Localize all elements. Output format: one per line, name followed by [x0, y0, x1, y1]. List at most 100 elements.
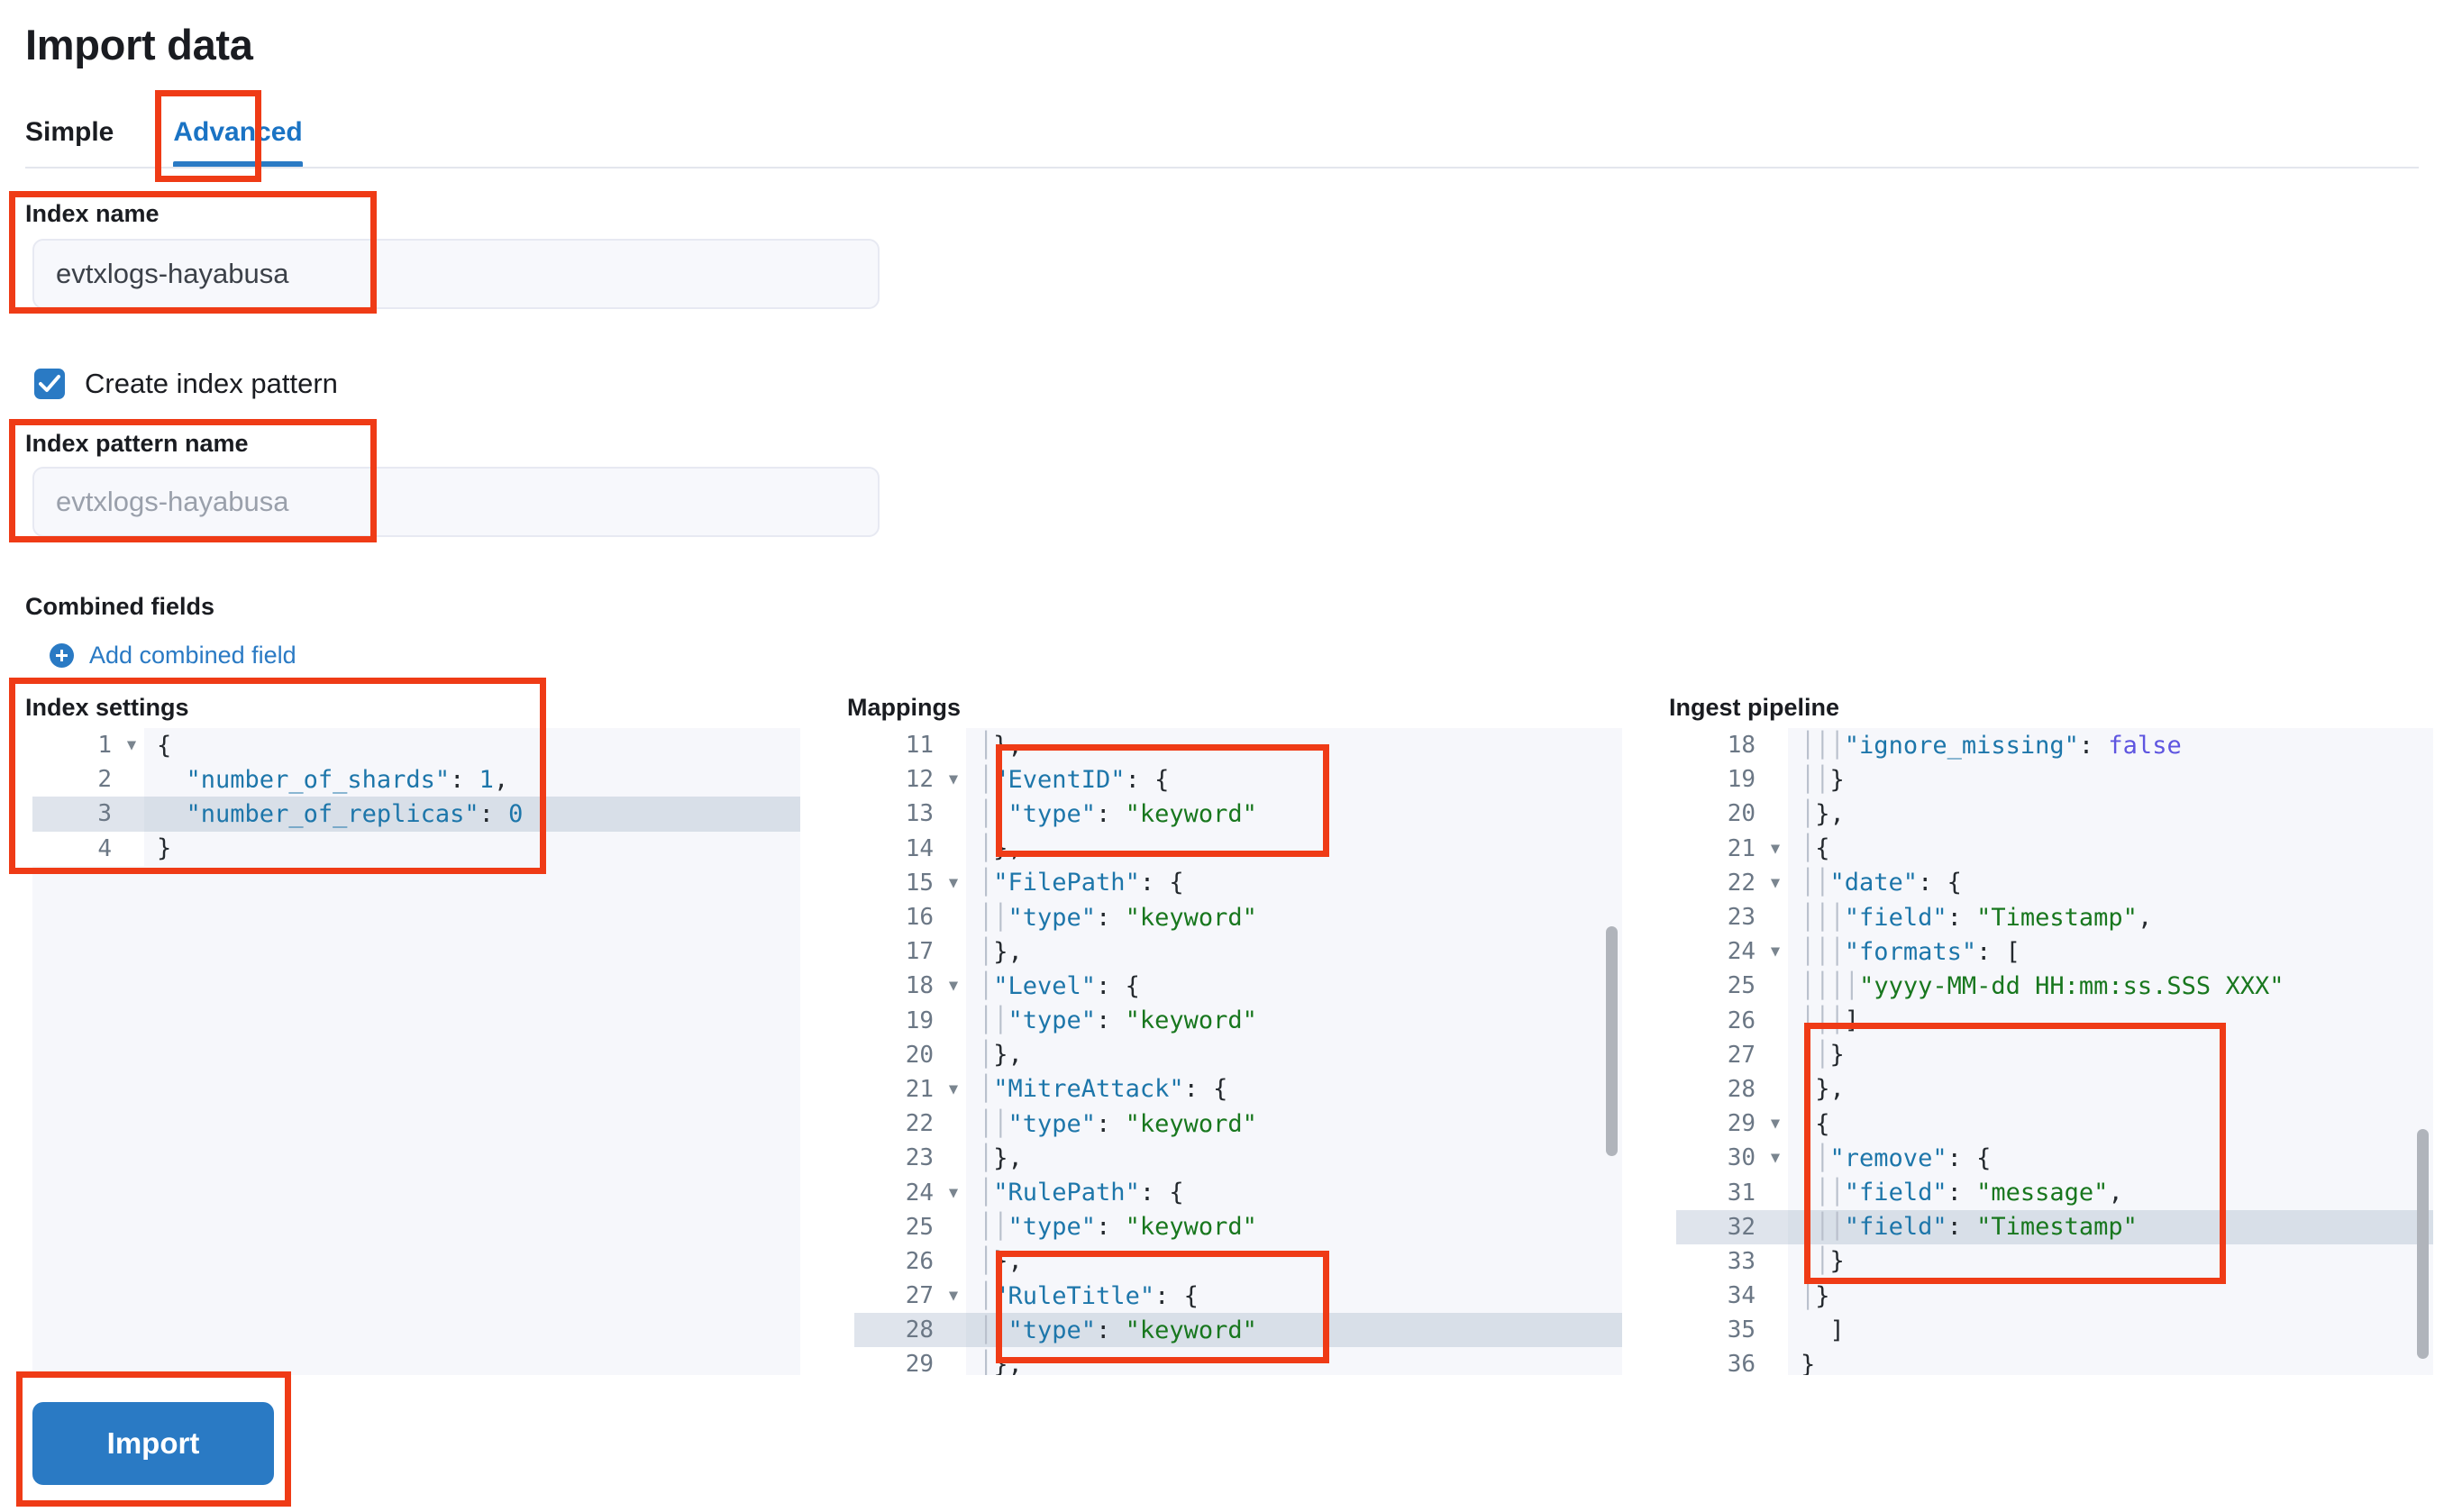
editor-line[interactable]: 3 "number_of_replicas": 0 — [32, 797, 800, 832]
index-name-input[interactable]: evtxlogs-hayabusa — [32, 239, 880, 309]
editor-line[interactable]: 35 ] — [1676, 1313, 2433, 1348]
editor-line[interactable]: 12▼│ "EventID": { — [854, 762, 1622, 797]
editor-line[interactable]: 21▼│ "MitreAttack": { — [854, 1071, 1622, 1107]
editor-line[interactable]: 36} — [1676, 1347, 2433, 1375]
fold-arrow-icon[interactable]: ▼ — [941, 865, 966, 900]
fold-arrow-icon[interactable]: ▼ — [119, 728, 144, 763]
editor-line[interactable]: 22▼│ │ "date": { — [1676, 865, 2433, 900]
line-number: 27 — [1676, 1037, 1763, 1072]
editor-line[interactable]: 29│ }, — [854, 1347, 1622, 1375]
editor-line[interactable]: 13 │ │ "type": "keyword" — [854, 797, 1622, 832]
line-number: 14 — [854, 831, 941, 866]
line-number: 32 — [1676, 1209, 1763, 1244]
code-text: │ } — [1801, 1281, 1830, 1310]
editor-line[interactable]: 25│ │ │ │ "yyyy-MM-dd HH:mm:ss.SSS XXX" — [1676, 969, 2433, 1004]
editor-line[interactable]: 26│ }, — [854, 1243, 1622, 1279]
editor-line[interactable]: 20│ }, — [1676, 797, 2433, 832]
editor-line[interactable]: 30▼│ │ "remove": { — [1676, 1141, 2433, 1176]
code-text: │ }, — [979, 1041, 1023, 1070]
index-pattern-name-input[interactable]: evtxlogs-hayabusa — [32, 467, 880, 537]
fold-arrow-icon[interactable]: ▼ — [941, 762, 966, 797]
fold-spacer — [1763, 1071, 1788, 1107]
fold-spacer — [119, 831, 144, 866]
fold-spacer — [941, 797, 966, 832]
editor-line[interactable]: 27▼│ "RuleTitle": { — [854, 1279, 1622, 1314]
editor-line[interactable]: 15▼│ "FilePath": { — [854, 865, 1622, 900]
ingest-pipeline-scrollbar-thumb[interactable] — [2417, 1129, 2429, 1359]
mappings-scrollbar-thumb[interactable] — [1606, 926, 1618, 1156]
editor-line[interactable]: 31│ │ │ "field": "message", — [1676, 1175, 2433, 1210]
editor-line[interactable]: 14 │ }, — [854, 831, 1622, 866]
editor-line[interactable]: 33│ │ } — [1676, 1243, 2433, 1279]
ingest-pipeline-title: Ingest pipeline — [1669, 694, 1840, 721]
line-number: 29 — [854, 1347, 941, 1375]
fold-arrow-icon[interactable]: ▼ — [941, 969, 966, 1004]
editor-line[interactable]: 11│ }, — [854, 728, 1622, 763]
editor-line[interactable]: 18│ │ │ "ignore_missing": false — [1676, 728, 2433, 763]
fold-spacer — [1763, 1209, 1788, 1244]
code-text: │ │ "type": "keyword" — [979, 799, 1257, 828]
line-number: 25 — [854, 1209, 941, 1244]
editor-line[interactable]: 19│ │ } — [1676, 762, 2433, 797]
editor-line[interactable]: 24▼│ │ │ "formats": [ — [1676, 934, 2433, 970]
line-number: 23 — [854, 1141, 941, 1176]
editor-line[interactable]: 29▼│ { — [1676, 1107, 2433, 1142]
fold-arrow-icon[interactable]: ▼ — [941, 1175, 966, 1210]
editor-line[interactable]: 25│ │ "type": "keyword" — [854, 1209, 1622, 1244]
fold-spacer — [119, 797, 144, 832]
code-text: │ }, — [979, 1143, 1023, 1172]
code-text: │ }, — [979, 937, 1023, 966]
editor-line[interactable]: 19│ │ "type": "keyword" — [854, 1003, 1622, 1038]
editor-line[interactable]: 17│ }, — [854, 934, 1622, 970]
fold-spacer — [1763, 1037, 1788, 1072]
editor-line[interactable]: 23│ │ │ "field": "Timestamp", — [1676, 899, 2433, 935]
fold-spacer — [1763, 762, 1788, 797]
tab-simple[interactable]: Simple — [25, 117, 114, 147]
tab-advanced[interactable]: Advanced — [142, 117, 333, 168]
editor-line[interactable]: 2 "number_of_shards": 1, — [32, 762, 800, 797]
create-index-pattern-checkbox[interactable]: Create index pattern — [34, 368, 338, 400]
editor-line[interactable]: 21▼│ { — [1676, 831, 2433, 866]
fold-spacer — [1763, 1313, 1788, 1348]
editor-line[interactable]: 27│ │ } — [1676, 1037, 2433, 1072]
code-text: │ }, — [1801, 799, 1845, 828]
line-number: 21 — [1676, 831, 1763, 866]
code-text: │ }, — [979, 834, 1023, 863]
fold-arrow-icon[interactable]: ▼ — [1763, 831, 1788, 866]
editor-line[interactable]: 34│ } — [1676, 1279, 2433, 1314]
mappings-editor-lines: 11│ },12▼│ "EventID": {13 │ │ "type": "ke… — [854, 728, 1622, 1375]
import-button[interactable]: Import — [32, 1402, 274, 1485]
editor-line[interactable]: 4} — [32, 831, 800, 866]
index-settings-editor[interactable]: 1▼{2 "number_of_shards": 1,3 "number_of_… — [32, 728, 800, 1375]
code-text: │ │ } — [1801, 1247, 1845, 1276]
fold-arrow-icon[interactable]: ▼ — [941, 1279, 966, 1314]
line-number: 22 — [854, 1107, 941, 1142]
editor-line[interactable]: 22│ │ "type": "keyword" — [854, 1107, 1622, 1142]
editor-line[interactable]: 18▼│ "Level": { — [854, 969, 1622, 1004]
line-number: 24 — [1676, 934, 1763, 970]
fold-arrow-icon[interactable]: ▼ — [941, 1071, 966, 1107]
fold-spacer — [941, 1209, 966, 1244]
code-text: │ │ "type": "keyword" — [979, 903, 1257, 932]
fold-arrow-icon[interactable]: ▼ — [1763, 1107, 1788, 1142]
editor-line[interactable]: 26│ │ │ ] — [1676, 1003, 2433, 1038]
add-combined-field-button[interactable]: Add combined field — [50, 642, 296, 669]
editor-line[interactable]: 1▼{ — [32, 728, 800, 763]
editor-line[interactable]: 16│ │ "type": "keyword" — [854, 899, 1622, 935]
editor-line[interactable]: 23 │ }, — [854, 1141, 1622, 1176]
fold-arrow-icon[interactable]: ▼ — [1763, 1141, 1788, 1176]
fold-arrow-icon[interactable]: ▼ — [1763, 865, 1788, 900]
editor-line[interactable]: 20│ }, — [854, 1037, 1622, 1072]
fold-spacer — [941, 1107, 966, 1142]
mappings-editor[interactable]: 11│ },12▼│ "EventID": {13 │ │ "type": "ke… — [854, 728, 1622, 1375]
editor-line[interactable]: 24▼│ "RulePath": { — [854, 1175, 1622, 1210]
editor-line[interactable]: 28│ │ "type": "keyword" — [854, 1313, 1622, 1348]
fold-arrow-icon[interactable]: ▼ — [1763, 934, 1788, 970]
tab-divider — [25, 167, 2419, 169]
editor-line[interactable]: 32│ │ │ "field": "Timestamp" — [1676, 1209, 2433, 1244]
line-number: 13 — [854, 797, 941, 832]
editor-line[interactable]: 28│ }, — [1676, 1071, 2433, 1107]
